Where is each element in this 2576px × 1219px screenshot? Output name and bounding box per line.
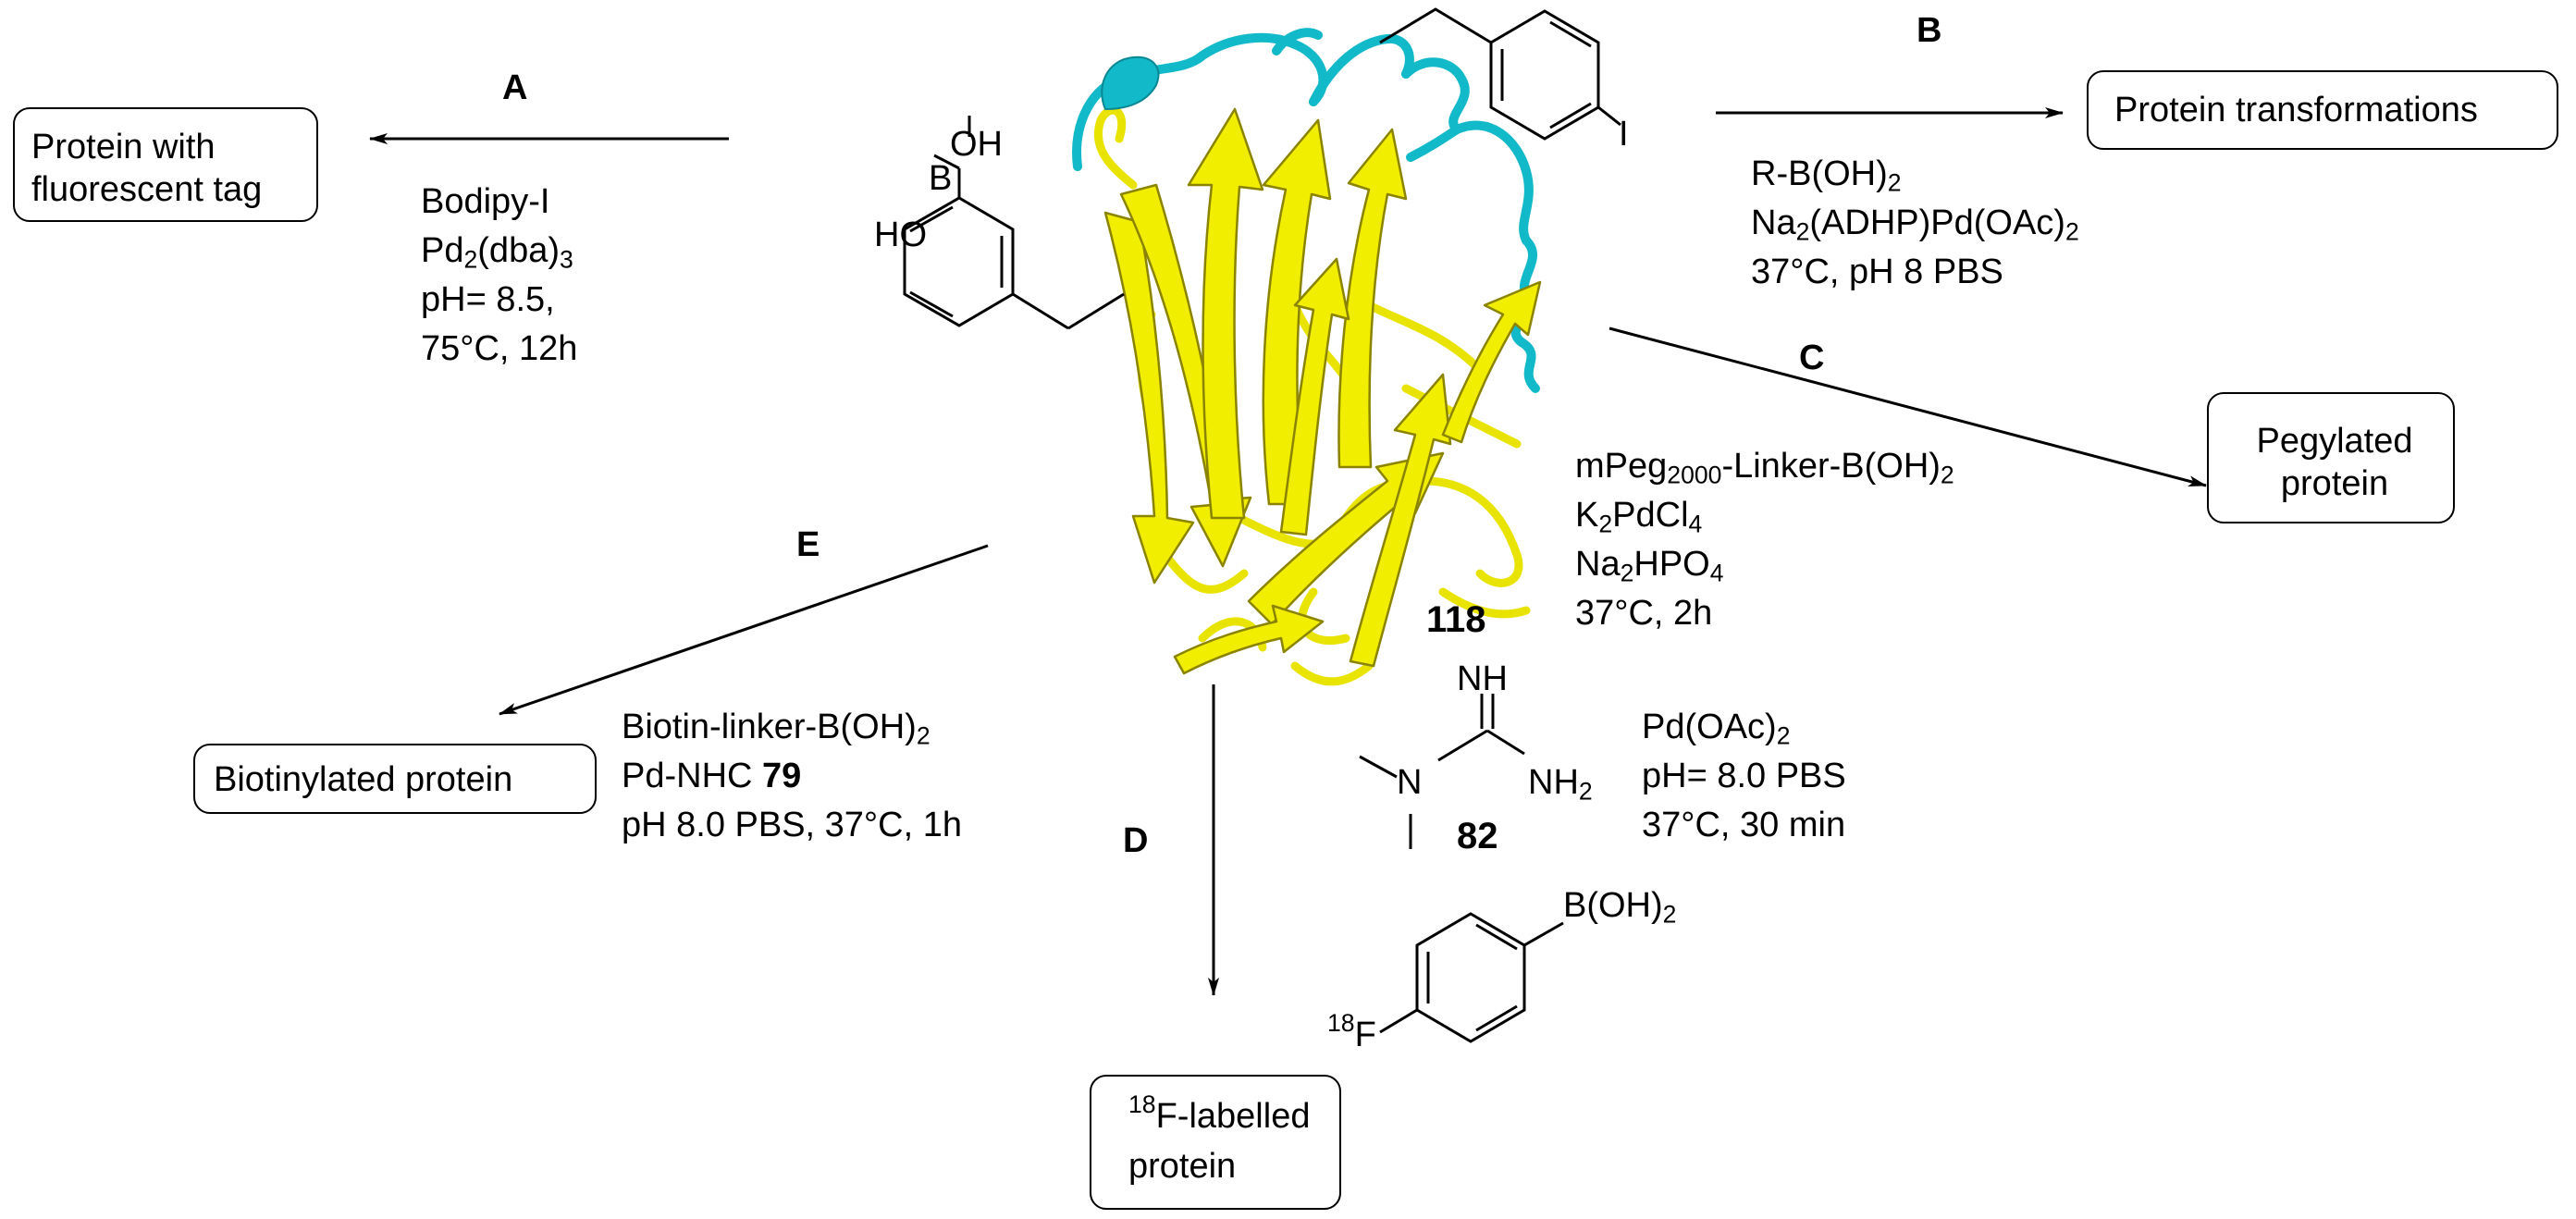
cond-c-4: 37°C, 2h [1575, 594, 1713, 633]
conditions-e: Biotin-linker-B(OH)2 Pd-NHC 79 pH 8.0 PB… [622, 703, 962, 850]
atom-boron: B [929, 159, 953, 198]
iodophenyl-structure [1379, 7, 1621, 141]
atom-guanidine-n: N [1397, 763, 1423, 802]
product-box-biotinylated: Biotinylated protein [193, 744, 597, 814]
product-a-line2: fluorescent tag [31, 170, 263, 209]
arrow-c [1608, 326, 2207, 487]
product-c-line2: protein [2280, 464, 2389, 503]
beta-strands [1103, 107, 1542, 675]
reaction-letter-b: B [1917, 11, 1942, 50]
cond-b-3: 37°C, pH 8 PBS [1751, 252, 2003, 291]
cond-e-3: pH 8.0 PBS, 37°C, 1h [622, 806, 962, 844]
guanidine-structure [1359, 694, 1525, 849]
arrow-e [499, 544, 989, 716]
compound-number-82: 82 [1457, 816, 1498, 856]
product-box-18f-labelled: 18F-labelled protein [1090, 1075, 1341, 1210]
conditions-c: mPeg2000-Linker-B(OH)2 K2PdCl4 Na2HPO4 3… [1575, 442, 1954, 638]
cond-b-1: R-B(OH)2 [1751, 154, 1902, 197]
cond-a-2: Pd2(dba)3 [421, 231, 573, 274]
reaction-letter-c: C [1799, 339, 1825, 377]
product-box-pegylated: Pegylated protein [2207, 392, 2455, 523]
reaction-arrows [369, 107, 2207, 996]
strand-1 [1103, 211, 1195, 585]
cond-d-2: pH= 8.0 PBS [1642, 757, 1846, 795]
cond-e-1: Biotin-linker-B(OH)2 [622, 708, 931, 750]
cond-c-1: mPeg2000-Linker-B(OH)2 [1575, 447, 1954, 489]
product-c-line1: Pegylated [2256, 422, 2413, 461]
atom-boronic-oh: OH [950, 125, 1003, 164]
strand-8 [1279, 257, 1350, 536]
strand-6 [1247, 451, 1445, 626]
reaction-letter-d: D [1123, 821, 1149, 860]
cond-d-1: Pd(OAc)2 [1642, 708, 1791, 750]
reaction-letter-a: A [502, 68, 528, 107]
atom-boronic-ho: HO [874, 215, 927, 254]
cond-c-2: K2PdCl4 [1575, 496, 1703, 538]
conditions-a: Bodipy-I Pd2(dba)3 pH= 8.5, 75°C, 12h [421, 178, 577, 374]
product-d-line1: 18F-labelled [1128, 1090, 1311, 1136]
atom-fluorine-18: 18F [1327, 1009, 1376, 1054]
product-a-line1: Protein with [31, 128, 216, 166]
product-box-fluorescent-tag: Protein with fluorescent tag [13, 107, 318, 222]
cond-a-4: 75°C, 12h [421, 329, 578, 368]
fluorophenylboronic-structure [1379, 912, 1564, 1043]
conditions-b: R-B(OH)2 Na2(ADHP)Pd(OAc)2 37°C, pH 8 PB… [1751, 150, 2079, 297]
strand-7 [1349, 373, 1452, 668]
cond-e-2: Pd-NHC 79 [622, 757, 802, 795]
atom-iodine: I [1619, 115, 1629, 154]
strand-9 [1173, 604, 1325, 675]
strand-3 [1187, 107, 1264, 520]
conditions-d: Pd(OAc)2 pH= 8.0 PBS 37°C, 30 min [1642, 703, 1846, 850]
strand-10 [1441, 280, 1542, 444]
reaction-letter-e: E [796, 525, 820, 564]
compound-number-118: 118 [1426, 599, 1486, 640]
cond-a-1: Bodipy-I [421, 182, 550, 221]
atom-fluoro-boronic: B(OH)2 [1563, 886, 1677, 929]
cond-d-3: 37°C, 30 min [1642, 806, 1846, 844]
cond-b-2: Na2(ADHP)Pd(OAc)2 [1751, 203, 2079, 246]
product-d-line2: protein [1128, 1147, 1237, 1186]
protein-structure [1072, 28, 1542, 686]
atom-guanidine-nh: NH [1457, 659, 1508, 698]
cond-a-3: pH= 8.5, [421, 280, 555, 319]
cond-c-3: Na2HPO4 [1575, 545, 1724, 587]
cyan-helix [1101, 55, 1160, 110]
boronic-acid-structure [903, 116, 1125, 330]
product-box-protein-transformations: Protein transformations [2087, 70, 2558, 150]
strand-5 [1337, 128, 1408, 469]
atom-guanidine-nh2: NH2 [1528, 763, 1593, 806]
